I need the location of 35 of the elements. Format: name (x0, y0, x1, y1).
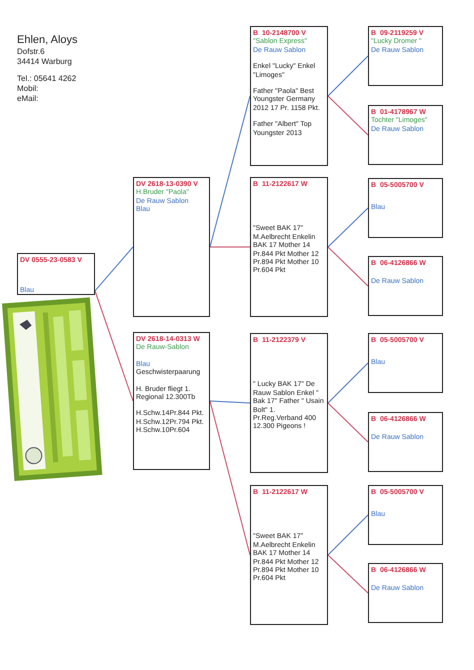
pedigree-box (133, 177, 210, 317)
pedigree-line (328, 208, 368, 248)
pedigree-box (250, 26, 328, 166)
pedigree-box (368, 412, 443, 472)
pedigree-box (368, 178, 443, 238)
contact-info: Tel.: 05641 4262 (17, 74, 76, 84)
contact-info: Mobil: (17, 84, 38, 94)
pedigree-box (368, 26, 443, 86)
pedigree-box (368, 563, 443, 623)
pedigree-line (328, 246, 368, 286)
pedigree-line (328, 514, 368, 556)
pedigree-line (94, 290, 134, 402)
pedigree-box (368, 105, 443, 165)
pedigree-box (250, 177, 328, 317)
contact-info: 34414 Warburg (17, 57, 72, 67)
pedigree-box (250, 333, 328, 473)
pedigree-box (17, 253, 95, 295)
pedigree-line (328, 402, 368, 442)
pedigree-box (368, 256, 443, 316)
pedigree-line (210, 400, 250, 404)
pedigree-line (94, 246, 134, 292)
contact-info: Dofstr.6 (17, 47, 45, 57)
pedigree-line (210, 400, 250, 556)
pedigree-box (250, 485, 328, 625)
pedigree-line (328, 56, 368, 96)
pedigree-line (328, 554, 368, 594)
pedigree-line (210, 96, 250, 248)
pedigree-line (328, 96, 368, 136)
pedigree-box (133, 332, 210, 470)
pedigree-box (368, 333, 443, 393)
pedigree-line (328, 362, 368, 404)
pedigree-line (210, 246, 250, 248)
pedigree-box (368, 485, 443, 545)
owner-name: Ehlen, Aloys (17, 34, 78, 48)
contact-info: eMail: (17, 94, 38, 104)
